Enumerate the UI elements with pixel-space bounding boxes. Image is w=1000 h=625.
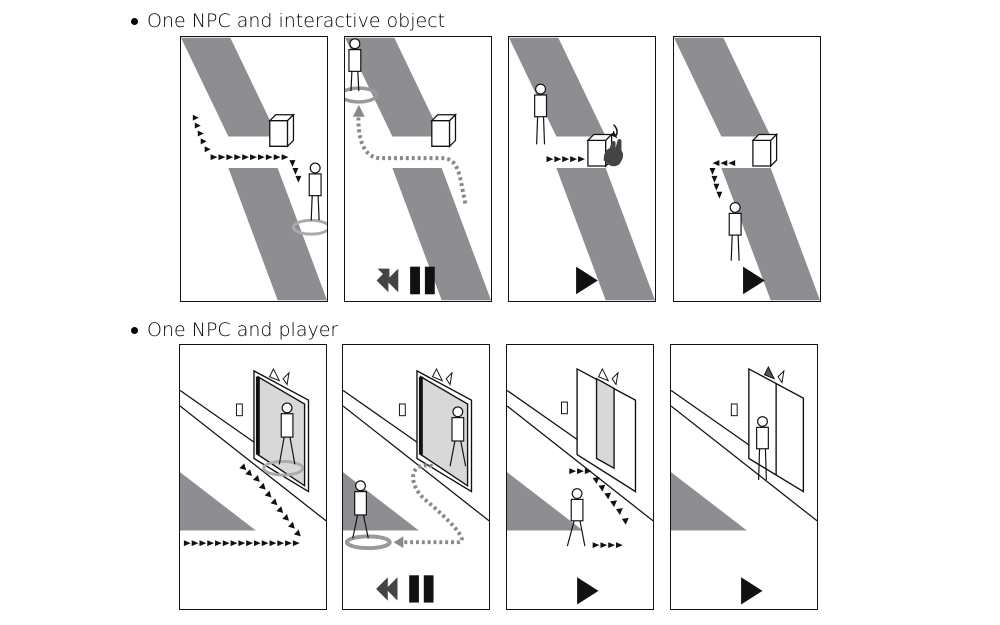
wall-edge bbox=[671, 405, 817, 522]
panel-player-1 bbox=[179, 344, 327, 610]
panel-object-3 bbox=[508, 36, 656, 302]
rewind-icon bbox=[376, 577, 398, 601]
scene-object-4 bbox=[674, 37, 820, 301]
road-lower bbox=[556, 168, 655, 301]
hand-icon bbox=[603, 138, 624, 167]
panel-player-2 bbox=[342, 344, 490, 610]
scene-player-3 bbox=[507, 367, 653, 605]
box-icon bbox=[268, 113, 296, 148]
wall-edge bbox=[343, 405, 489, 522]
npc-person-icon bbox=[348, 38, 362, 92]
wall-top bbox=[507, 389, 586, 446]
player-person-icon bbox=[352, 480, 369, 539]
wall-top bbox=[343, 389, 422, 446]
scene-player-4 bbox=[671, 365, 817, 605]
floor-shadow bbox=[507, 472, 583, 531]
npc-ring bbox=[262, 459, 305, 477]
rewind-path bbox=[356, 110, 468, 204]
scene-player-2 bbox=[343, 367, 489, 603]
path-arrows bbox=[192, 114, 302, 183]
wall-top bbox=[180, 389, 259, 446]
scene-object-1 bbox=[181, 37, 327, 301]
elevator-arrows-icon bbox=[763, 365, 785, 384]
call-button bbox=[398, 403, 406, 417]
play-icon bbox=[741, 577, 763, 605]
elevator-door bbox=[416, 369, 473, 493]
road-lower bbox=[228, 168, 327, 301]
floor-shadow bbox=[671, 472, 747, 531]
bullet-icon bbox=[131, 326, 138, 334]
call-button bbox=[730, 403, 738, 417]
pause-icon bbox=[410, 266, 435, 295]
panel-object-2 bbox=[344, 36, 492, 302]
player-person-icon bbox=[566, 488, 586, 547]
floor-shadow bbox=[180, 472, 256, 531]
path-arrows bbox=[546, 156, 585, 163]
npc-person-icon bbox=[308, 162, 322, 221]
play-icon bbox=[576, 266, 598, 295]
play-icon bbox=[577, 577, 599, 605]
npc-person-icon bbox=[278, 402, 296, 465]
elevator-arrows-icon bbox=[431, 367, 453, 386]
section-heading-text: One NPC and player bbox=[147, 319, 339, 341]
wall-edge bbox=[507, 405, 653, 522]
npc-person-icon bbox=[449, 406, 467, 467]
elevator-door bbox=[576, 367, 637, 493]
npc-ring bbox=[345, 86, 379, 104]
call-button bbox=[561, 401, 568, 415]
panel-player-3 bbox=[506, 344, 654, 610]
pause-icon bbox=[409, 575, 434, 603]
scene-object-3 bbox=[509, 37, 655, 301]
wall-edge bbox=[180, 405, 326, 522]
path-arrowhead bbox=[352, 104, 365, 117]
call-button bbox=[235, 403, 243, 417]
road-upper bbox=[345, 37, 442, 137]
road-upper bbox=[674, 37, 771, 137]
scene-player-1 bbox=[180, 367, 326, 547]
path-arrows bbox=[183, 463, 301, 547]
road-upper bbox=[509, 37, 606, 137]
path-arrows bbox=[569, 468, 629, 549]
box-icon bbox=[751, 132, 779, 168]
road-lower bbox=[392, 168, 491, 301]
panel-player-4 bbox=[670, 344, 818, 610]
play-icon bbox=[743, 266, 765, 295]
elevator-arrows-icon bbox=[597, 367, 619, 386]
rewind-path bbox=[403, 463, 464, 545]
rewind-icon bbox=[376, 268, 399, 293]
path-arrows bbox=[709, 160, 736, 199]
npc-person-icon bbox=[728, 201, 742, 261]
bullet-icon bbox=[131, 17, 138, 25]
npc-person-icon bbox=[534, 83, 548, 145]
elevator-door bbox=[748, 367, 805, 493]
scene-object-2 bbox=[345, 37, 491, 301]
section-heading-npc-player: One NPC and player bbox=[131, 319, 338, 341]
section-heading-npc-object: One NPC and interactive object bbox=[131, 10, 445, 32]
section-heading-text: One NPC and interactive object bbox=[147, 10, 446, 32]
path-arrowhead bbox=[393, 536, 404, 549]
road-upper bbox=[181, 37, 278, 137]
wall-top bbox=[671, 389, 750, 446]
curl-arrow bbox=[613, 124, 618, 137]
elevator-arrows-icon bbox=[268, 367, 290, 386]
panel-object-1 bbox=[180, 36, 328, 302]
npc-person-icon bbox=[756, 416, 769, 480]
panel-object-4 bbox=[673, 36, 821, 302]
box-icon bbox=[430, 113, 458, 148]
road-lower bbox=[721, 168, 820, 301]
